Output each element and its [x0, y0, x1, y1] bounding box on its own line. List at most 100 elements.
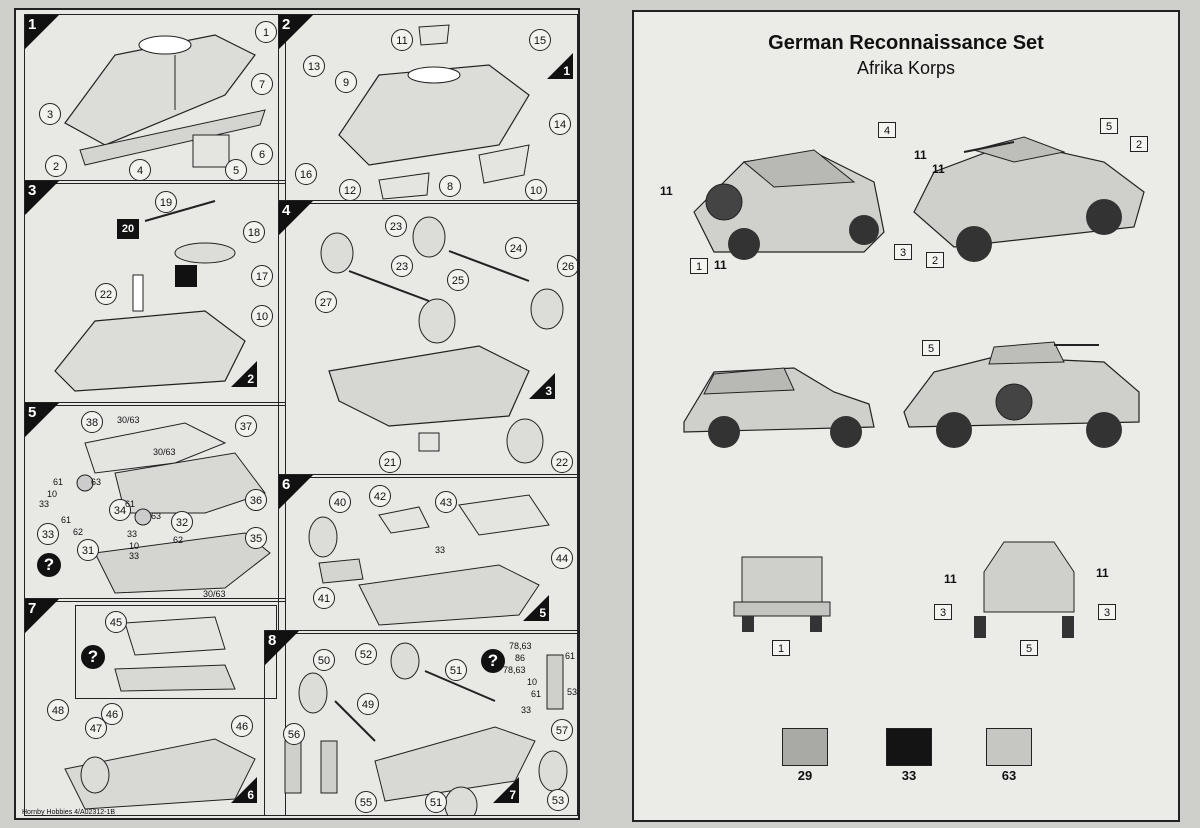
part-callout: 46 — [101, 703, 123, 725]
paint-ref: 30/63 — [153, 447, 176, 457]
paint-ref: 86 — [515, 653, 526, 663]
paint-ref: 61 — [125, 499, 136, 509]
part-callout: 35 — [245, 527, 267, 549]
part-callout: 17 — [251, 265, 273, 287]
part-callout: 8 — [439, 175, 461, 197]
part-ref-box: 4 — [878, 122, 896, 138]
part-callout: 23 — [385, 215, 407, 237]
part-callout: 52 — [355, 643, 377, 665]
step-5-drawing — [76, 422, 271, 594]
part-callout: 14 — [549, 113, 571, 135]
part-ref-box: 2 — [1130, 136, 1148, 152]
step-2-panel: 2 1 11 15 13 9 14 16 12 8 10 — [278, 14, 578, 204]
step-4-panel: 4 3 23 24 23 25 26 27 21 22 — [278, 200, 578, 478]
part-callout: 11 — [391, 29, 413, 51]
paint-ref: 62 — [73, 527, 84, 537]
step-7-drawing — [64, 616, 256, 810]
paint-ref: 63 — [151, 511, 162, 521]
paint-ref: 30/63 — [203, 589, 226, 599]
part-callout: 36 — [245, 489, 267, 511]
paint-swatch — [986, 728, 1032, 766]
paint-ref: 33 — [129, 551, 140, 561]
part-callout: 33 — [37, 523, 59, 545]
part-ref-box: 3 — [1098, 604, 1116, 620]
vehicle-drawings — [683, 136, 1145, 638]
paint-ref: 61 — [565, 651, 576, 661]
part-callout: 50 — [313, 649, 335, 671]
step-1-panel: 1 1 2 3 4 5 6 7 — [24, 14, 286, 184]
instruction-page-left: 1 1 2 3 4 5 6 7 2 1 11 15 13 9 14 16 — [14, 8, 580, 820]
instruction-page-right: German Reconnaissance Set Afrika Korps — [632, 10, 1180, 822]
part-callout: 41 — [313, 587, 335, 609]
paint-swatch — [886, 728, 932, 766]
paint-ref: 62 — [173, 535, 184, 545]
part-ref-box: 5 — [922, 340, 940, 356]
part-callout: 10 — [251, 305, 273, 327]
part-callout: 32 — [171, 511, 193, 533]
paint-ref: 61 — [531, 689, 542, 699]
part-callout: 2 — [45, 155, 67, 177]
question-icon: ? — [81, 645, 105, 669]
part-callout: 38 — [81, 411, 103, 433]
footer-code: Hornby Hobbies 4/A02312-1B — [22, 809, 116, 816]
paint-ref: 10 — [527, 677, 538, 687]
part-label-11: 11 — [932, 162, 945, 176]
step-6-panel: 6 5 40 42 43 44 41 33 — [278, 474, 578, 634]
part-ref-box: 3 — [894, 244, 912, 260]
part-callout: 34 — [109, 499, 131, 521]
part-callout: 18 — [243, 221, 265, 243]
part-callout: 37 — [235, 415, 257, 437]
part-callout: 55 — [355, 791, 377, 813]
part-callout: 5 — [225, 159, 247, 181]
part-ref-box: 5 — [1100, 118, 1118, 134]
part-callout: 44 — [551, 547, 573, 569]
part-callout: 15 — [529, 29, 551, 51]
part-callout: 10 — [525, 179, 547, 201]
paint-code: 63 — [1001, 768, 1017, 783]
step-2-drawing — [338, 24, 530, 200]
paint-ref: 33 — [127, 529, 138, 539]
question-icon: ? — [481, 649, 505, 673]
step-3-drawing — [54, 200, 246, 392]
part-callout: 4 — [129, 159, 151, 181]
paint-ref: 53 — [567, 687, 578, 697]
part-callout: 42 — [369, 485, 391, 507]
part-callout: 53 — [547, 789, 569, 811]
step-8-panel: 8 7 50 52 51 49 56 55 51 57 53 ? 78,63 6… — [264, 630, 578, 816]
part-callout: 56 — [283, 723, 305, 745]
part-callout: 9 — [335, 71, 357, 93]
step-8-drawing — [284, 642, 568, 815]
paint-ref: 63 — [91, 477, 102, 487]
part-callout: 1 — [255, 21, 277, 43]
part-ref-box: 3 — [934, 604, 952, 620]
part-callout: 25 — [447, 269, 469, 291]
question-icon: ? — [37, 553, 61, 577]
part-callout: 13 — [303, 55, 325, 77]
paint-ref: 78,63 — [503, 665, 526, 675]
part-callout: 49 — [357, 693, 379, 715]
step-5-panel: 5 38 37 36 34 32 35 33 31 ? 30/63 30/63 … — [24, 402, 286, 602]
step-4-drawing — [320, 216, 564, 464]
part-callout: 27 — [315, 291, 337, 313]
paint-ref: 33 — [39, 499, 50, 509]
paint-code: 29 — [797, 768, 813, 783]
part-callout: 6 — [251, 143, 273, 165]
part-callout: 3 — [39, 103, 61, 125]
part-callout: 26 — [557, 255, 577, 277]
part-callout: 22 — [551, 451, 573, 473]
part-callout: 43 — [435, 491, 457, 513]
part-callout: 12 — [339, 179, 361, 201]
part-label-11: 11 — [1096, 566, 1109, 580]
step-3-panel: 3 2 20 19 18 17 10 22 — [24, 180, 286, 406]
part-callout: 16 — [295, 163, 317, 185]
part-label-11: 11 — [914, 148, 927, 162]
part-callout: 48 — [47, 699, 69, 721]
part-label-11: 11 — [944, 572, 957, 586]
paint-ref: 10 — [129, 541, 140, 551]
paint-ref: 61 — [61, 515, 72, 525]
part-callout: 51 — [445, 659, 467, 681]
part-callout: 7 — [251, 73, 273, 95]
page-subtitle: Afrika Korps — [856, 58, 956, 78]
part-callout: 46 — [231, 715, 253, 737]
part-callout: 21 — [379, 451, 401, 473]
